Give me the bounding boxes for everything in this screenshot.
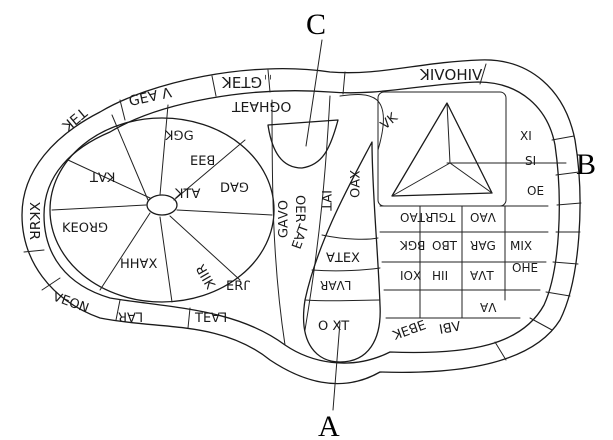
svg-text:ꓟꓲꓫ: ꓟꓲꓫ [510, 239, 532, 253]
svg-text:ꓦꓰꓳꓠ: ꓦꓰꓳꓠ [51, 290, 91, 317]
svg-text:ꓔꓰꓯꓶ: ꓔꓰꓯꓶ [194, 311, 227, 326]
svg-text:ꓳꓭꓔ: ꓳꓭꓔ [432, 239, 458, 253]
svg-text:ꓘꓲꓦꓳꓧꓲꓦ: ꓘꓲꓦꓳꓧꓲꓦ [419, 66, 483, 84]
svg-text:ꓳꓰꓣ: ꓳꓰꓣ [292, 195, 307, 222]
svg-text:ꓤꓲꓲꓗ: ꓤꓲꓲꓗ [192, 263, 218, 293]
svg-text:ꓘꓰꓕ: ꓘꓰꓕ [60, 105, 92, 135]
svg-text:ꓳꓰ: ꓳꓰ [527, 184, 544, 198]
svg-text:ꓳꓥꓯꓨ: ꓳꓥꓯꓨ [274, 200, 289, 238]
rosette-hub [146, 194, 178, 216]
svg-text:ꓰꓣꓩ: ꓰꓣꓩ [226, 279, 250, 294]
svg-text:ꓧꓲꓲ: ꓧꓲꓲ [432, 269, 448, 283]
pyramid-b [377, 91, 507, 207]
svg-text:ꓫꓯꓳ: ꓫꓯꓳ [346, 170, 361, 198]
rim-partitions [23, 63, 582, 361]
svg-text:ꓘꓰꓕꓨ꓆: ꓘꓰꓕꓨ꓆ [221, 74, 274, 92]
svg-text:ꓓꓯꓨ: ꓓꓯꓨ [220, 181, 249, 196]
svg-text:ꓗꓰꓳꓤꓨ: ꓗꓰꓳꓤꓨ [62, 221, 108, 236]
svg-text:ꓘꓔꓯ: ꓘꓔꓯ [174, 187, 200, 202]
svg-text:ꓳꓯꓕꓤ: ꓳꓯꓕꓤ [400, 211, 433, 225]
svg-text:ꓫꓲ: ꓫꓲ [520, 129, 532, 143]
svg-text:ꓕꓰꓯꓧꓨꓳ: ꓕꓰꓯꓧꓨꓳ [231, 100, 291, 116]
label-b: B [576, 148, 596, 181]
callout-leader-a [332, 321, 341, 411]
svg-text:ꓳꓧꓰ: ꓳꓧꓰ [512, 261, 538, 275]
callout-leader-c [305, 39, 323, 147]
basin-c [267, 119, 339, 169]
svg-text:ꓯꓥ: ꓯꓥ [480, 301, 497, 315]
svg-text:ꓘꓨꓖ: ꓘꓨꓖ [164, 129, 194, 144]
svg-text:ꓘꓰꓭꓰ: ꓘꓰꓭꓰ [390, 318, 428, 344]
svg-text:ꓕꓦꓘ: ꓕꓦꓘ [89, 171, 115, 186]
svg-text:ꓢꓲ: ꓢꓲ [525, 154, 536, 168]
label-c: C [306, 8, 326, 41]
inner-border [43, 81, 560, 364]
svg-text:ꓶꓨꓕ: ꓶꓨꓕ [432, 211, 456, 225]
rosette-outline [49, 117, 275, 303]
central-divider [271, 99, 286, 346]
svg-text:ꓯꓥꓔ: ꓯꓥꓔ [470, 269, 494, 283]
svg-text:ꓲꓳꓫ: ꓲꓳꓫ [400, 269, 421, 283]
right-grid [339, 94, 549, 319]
label-a: A [318, 410, 340, 440]
central-divider-2 [304, 95, 331, 331]
svg-text:ꓤꓯꓥꓶ: ꓤꓯꓥꓶ [320, 279, 351, 293]
svg-text:ꓰꓰꓭ: ꓰꓰꓭ [190, 154, 215, 169]
svg-text:ꓯꓕꓰꓫ: ꓯꓕꓰꓫ [326, 251, 360, 266]
inscriptions: ꓘꓰꓕꓨ꓆ ꓘꓲꓦꓳꓧꓲꓦ ꓖꓰꓯ ꓥ ꓘꓰꓕ ꓤꓣꓘꓫ ꓦꓰꓳꓠ ꓤꓯꓶ ꓔꓰ… [28, 66, 544, 344]
svg-text:ꓳꓯꓥ: ꓳꓯꓥ [470, 211, 497, 225]
svg-text:ꓰꓯꓔ: ꓰꓯꓔ [290, 223, 313, 252]
lobe-a-outline [303, 141, 381, 363]
svg-text:ꓤꓯꓶ: ꓤꓯꓶ [118, 311, 143, 326]
rosette-spokes [51, 104, 273, 303]
lobe-a-divisions [304, 234, 381, 302]
svg-text:ꓧꓧꓯꓫ: ꓧꓧꓯꓫ [120, 257, 157, 272]
svg-text:ꓖꓰꓯ ꓥ: ꓖꓰꓯ ꓥ [128, 85, 174, 110]
svg-text:ꓘꓨꓭ: ꓘꓨꓭ [399, 239, 425, 253]
svg-text:ꓦꓗ: ꓦꓗ [378, 110, 401, 133]
outer-outline [21, 59, 581, 385]
svg-text:ꓤꓣꓘꓫ: ꓤꓣꓘꓫ [28, 201, 44, 240]
svg-text:ꓤꓯꓖ: ꓤꓯꓖ [470, 239, 496, 253]
svg-text:ꓳ ꓫꓔ: ꓳ ꓫꓔ [318, 319, 349, 334]
svg-text:ꓲꓭꓦ: ꓲꓭꓦ [438, 319, 462, 338]
svg-text:ꓲꓯꓔ: ꓲꓯꓔ [318, 190, 333, 211]
